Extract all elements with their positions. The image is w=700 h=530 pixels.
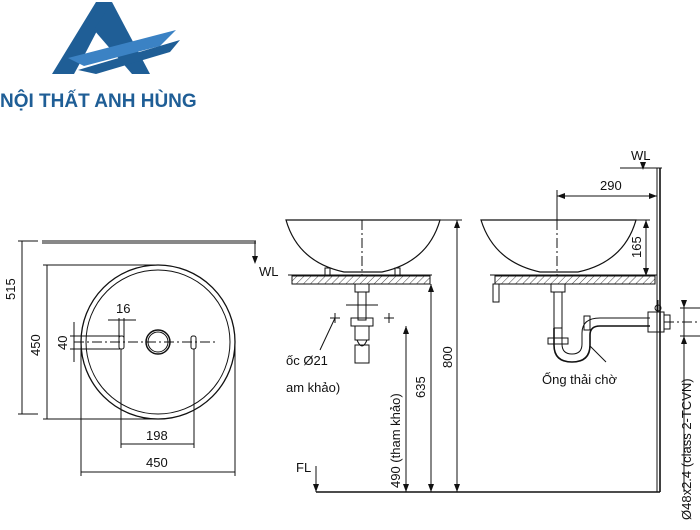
front-elevation: ốc Ø21 am khảo) 490 (tham khảo) 635 800 … bbox=[285, 219, 660, 493]
bowl-side bbox=[480, 219, 637, 273]
brand-logo bbox=[52, 2, 180, 74]
side-elevation: WL 290 165 bbox=[480, 148, 700, 520]
basin-outer-rim bbox=[80, 264, 236, 420]
drain-text-1: ốc Ø21 bbox=[286, 353, 328, 368]
dim-450-horizontal: 450 bbox=[146, 455, 168, 470]
bowl-front bbox=[285, 219, 441, 273]
drain-text-2: am khảo) bbox=[286, 380, 340, 395]
dim-290: 290 bbox=[600, 178, 622, 193]
dim-490: 490 (tham khảo) bbox=[388, 393, 403, 488]
trap-label: Ống thải chờ bbox=[542, 372, 617, 387]
wl-top-label: WL bbox=[631, 148, 651, 163]
fl-label: FL bbox=[296, 460, 311, 475]
dim-450-vertical: 450 bbox=[28, 334, 43, 356]
wl-left-label: WL bbox=[259, 264, 279, 279]
dim-165: 165 bbox=[629, 236, 644, 258]
dim-800: 800 bbox=[440, 346, 455, 368]
dim-198: 198 bbox=[146, 428, 168, 443]
plan-view: WL 515 450 40 16 198 bbox=[3, 240, 279, 476]
pipe-spec-label: Ø48x2.4 (class 2-TCVN) bbox=[679, 378, 694, 520]
dim-40: 40 bbox=[55, 336, 70, 350]
dim-16: 16 bbox=[116, 301, 130, 316]
dim-515: 515 bbox=[3, 278, 18, 300]
brand-name: NỘI THẤT ANH HÙNG bbox=[0, 90, 197, 112]
dim-635: 635 bbox=[413, 376, 428, 398]
drain-trap bbox=[553, 325, 650, 363]
